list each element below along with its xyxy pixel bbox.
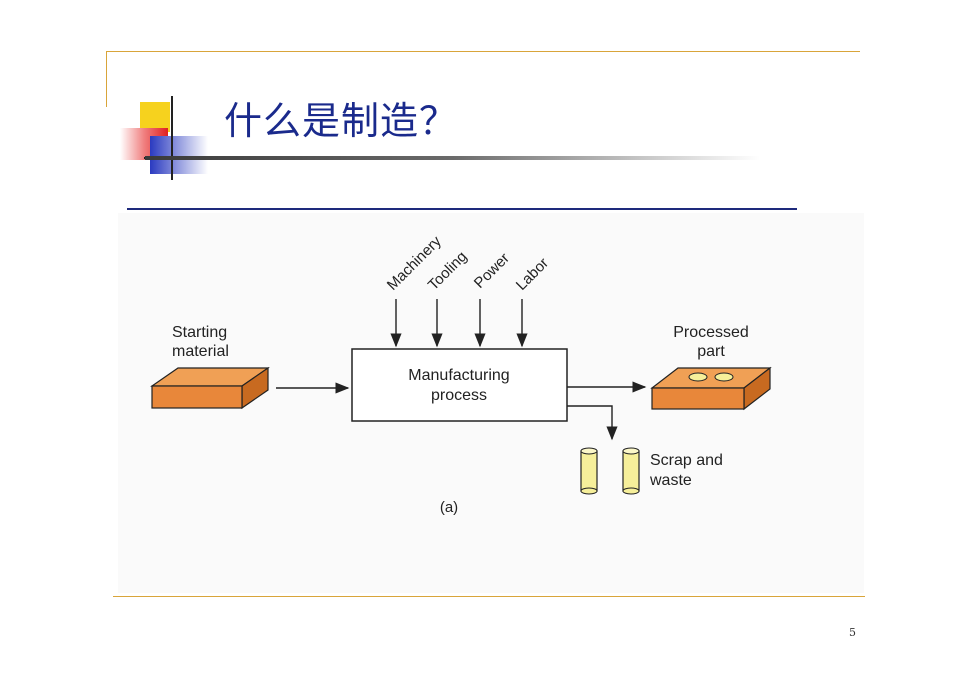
blue-square (150, 136, 208, 174)
scrap-label-line2: waste (649, 472, 692, 489)
scrap-label-line1: Scrap and (650, 452, 723, 469)
diagram-caption: (a) (440, 499, 458, 516)
yellow-square (140, 102, 170, 132)
scrap-flow-arrow (567, 405, 618, 441)
process-label-line1: Manufacturing (408, 367, 509, 384)
scrap-cylinders (580, 447, 640, 495)
blue-divider (127, 208, 797, 210)
starting-material-line1: Starting (172, 324, 227, 341)
processed-part-block (650, 366, 772, 411)
starting-material-line2: material (172, 343, 229, 360)
page-number: 5 (849, 626, 856, 639)
process-box (351, 348, 568, 422)
input-label-labor: Labor (513, 255, 552, 294)
starting-material-block (150, 366, 270, 410)
processed-part-line1: Processed (673, 324, 749, 341)
input-label-power: Power (471, 250, 513, 292)
frame-top-line (106, 51, 860, 52)
processed-part-line2: part (697, 343, 725, 360)
title-underline (145, 156, 760, 160)
process-label-line2: process (431, 387, 487, 404)
slide-title: 什么是制造？ (224, 99, 459, 143)
frame-left-line (106, 51, 107, 107)
manufacturing-diagram: Machinery Tooling Power Labor Manufactur… (150, 233, 772, 516)
title-decoration (120, 96, 220, 180)
footer-line (113, 596, 865, 597)
